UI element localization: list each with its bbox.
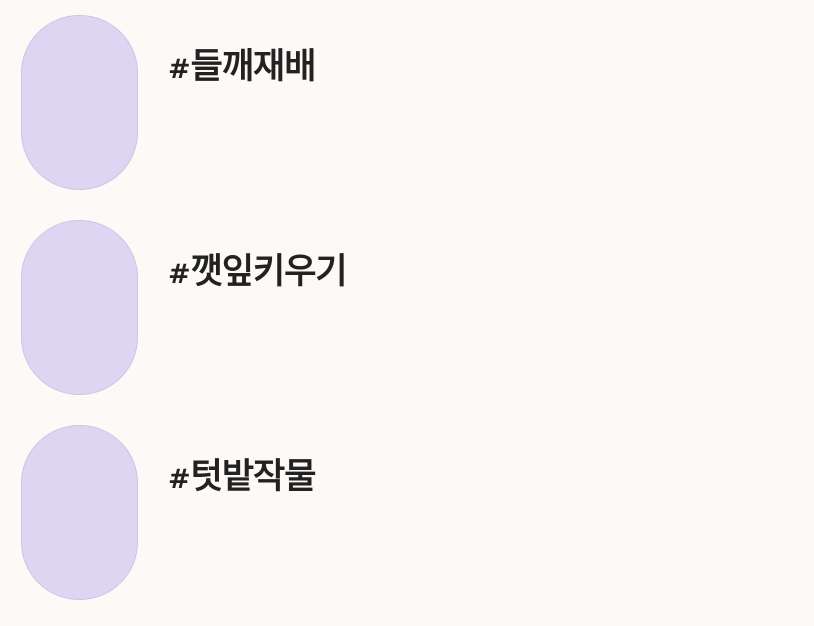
tag-item-2[interactable]: #깻잎키우기 (21, 220, 801, 395)
tag-item-1[interactable]: #들깨재배 (21, 15, 801, 190)
tag-thumbnail[interactable] (21, 220, 138, 395)
tag-text: 깻잎키우기 (190, 252, 348, 292)
tag-text: 들깨재배 (190, 47, 317, 87)
tag-thumbnail[interactable] (21, 15, 138, 190)
tag-thumbnail[interactable] (21, 425, 138, 600)
hash-symbol: # (168, 259, 191, 290)
tag-text: 텃밭작물 (190, 457, 317, 497)
tag-item-3[interactable]: #텃밭작물 (21, 425, 801, 600)
hash-symbol: # (168, 464, 191, 495)
tag-label[interactable]: #들깨재배 (168, 45, 317, 92)
tag-label[interactable]: #텃밭작물 (168, 455, 317, 502)
tag-list: #들깨재배 #깻잎키우기 #텃밭작물 (21, 15, 801, 600)
tag-label[interactable]: #깻잎키우기 (168, 250, 348, 297)
hash-symbol: # (168, 54, 191, 85)
